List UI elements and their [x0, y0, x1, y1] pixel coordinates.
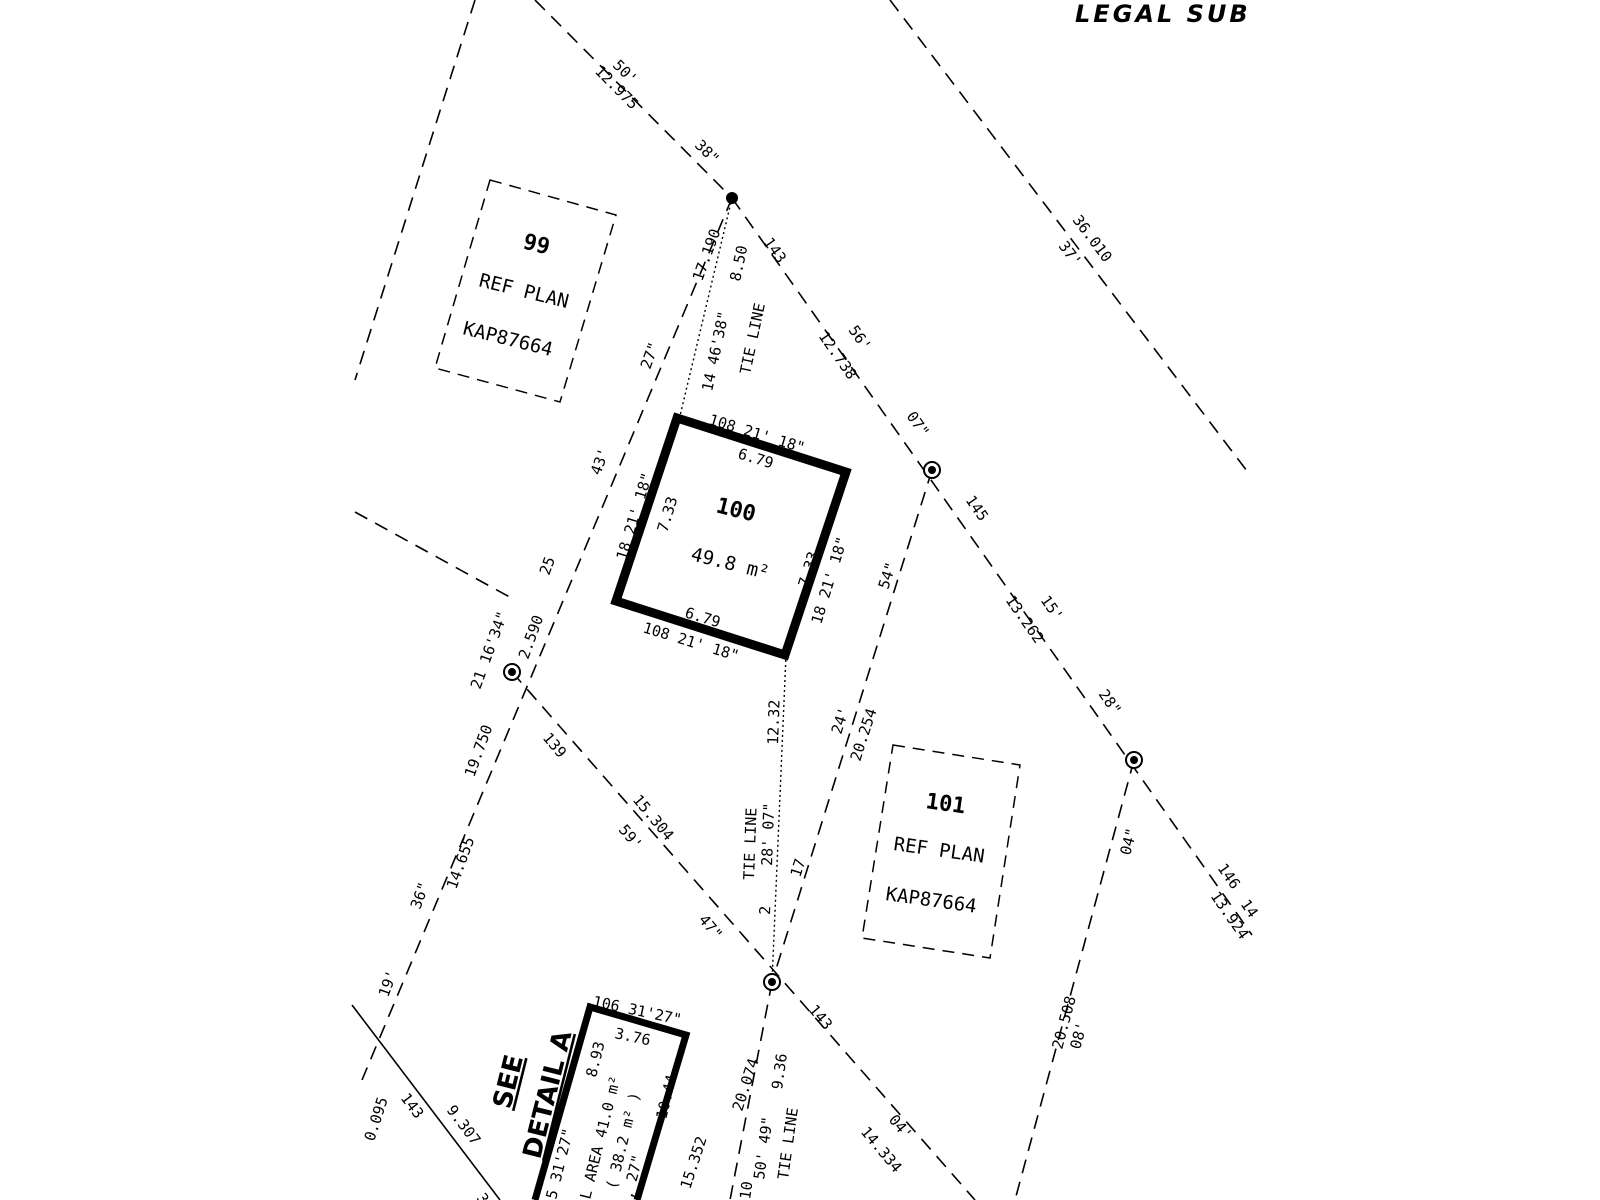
label-37-min: 37'	[1055, 238, 1086, 270]
lot-100-left-distance: 7.33	[654, 494, 682, 534]
boundary-line-bottom-left-solid	[351, 1004, 501, 1200]
lot-101-ref-box	[861, 744, 1021, 959]
label-25: 25	[536, 554, 559, 577]
lot-99-number: 99	[521, 230, 553, 261]
boundary-line-top-left	[354, 0, 476, 381]
lot-99-ref-plan: REF PLAN	[477, 270, 571, 313]
lower-lot-dist-a: 8.93	[582, 1040, 608, 1079]
label-2: 2	[756, 905, 774, 915]
label-14655: 14.655	[443, 834, 478, 891]
lot-100-outline	[610, 412, 852, 661]
label-1232: 12.32	[764, 699, 784, 745]
label-9307: 9.307	[443, 1102, 485, 1149]
boundary-line-top-right	[889, 0, 1251, 476]
label-143-b: 143	[805, 1001, 836, 1033]
label-56-min: 56'	[845, 322, 875, 355]
label-tie-50-49: 50' 49"	[750, 1115, 777, 1180]
see-detail-line-1: SEE	[488, 1052, 530, 1112]
label-15352: 15.352	[677, 1134, 711, 1191]
label-143-a: 143	[760, 234, 790, 267]
label-10: 10	[736, 1180, 756, 1200]
label-59-min: 59'	[615, 821, 646, 853]
label-27-sec: 27"	[637, 340, 663, 372]
boundary-line-center-diag	[511, 671, 976, 1200]
label-tie-line-3: TIE LINE	[774, 1107, 802, 1181]
label-145: 145	[962, 492, 992, 525]
boundary-line-mid-vertical	[771, 469, 933, 983]
label-38-sec: 38"	[691, 136, 723, 168]
detail-a-lot-outline	[531, 1002, 691, 1200]
label-15-min: 15'	[1037, 592, 1067, 625]
label-04-min: 04'	[885, 1111, 916, 1143]
label-36-sec: 36"	[407, 880, 433, 912]
lot-99-plan-number: KAP87664	[461, 318, 555, 361]
label-17190: 17.190	[689, 226, 724, 283]
monument-marker-south	[763, 973, 781, 991]
label-07-sec: 07"	[903, 408, 933, 441]
legal-subdivision-header: LEGAL SUB	[1075, 0, 1251, 28]
label-tie-line-2: TIE LINE	[740, 807, 761, 880]
lot-101-number: 101	[924, 789, 967, 819]
label-3: 3	[473, 1190, 493, 1200]
boundary-line-upper	[534, 0, 733, 199]
label-21-16-34: 21 16'34"	[467, 609, 512, 692]
label-tie-line-1: TIE LINE	[736, 301, 769, 375]
label-47-sec: 47"	[695, 911, 726, 943]
label-28-sec: 28"	[1095, 686, 1125, 719]
tie-line-top	[678, 197, 733, 421]
lower-lot-dist-c: 10.44	[652, 1073, 680, 1121]
label-20074: 20.074	[729, 1056, 763, 1113]
label-24-min: 24'	[828, 705, 853, 736]
label-143-c: 143	[397, 1090, 428, 1122]
label-tie-28-07: 28' 07"	[758, 802, 778, 866]
label-0095: 0.095	[361, 1095, 392, 1144]
lot-101-ref-plan: REF PLAN	[892, 833, 986, 868]
lot-100-number: 100	[714, 494, 759, 528]
label-tie-14-46-38: 14 46'38"	[698, 310, 733, 393]
monument-dot-top	[726, 192, 738, 204]
label-17: 17	[787, 856, 810, 879]
lot-101-plan-number: KAP87664	[884, 883, 978, 918]
lower-lot-dist-b: 3.76	[613, 1024, 652, 1049]
monument-marker-west	[503, 663, 521, 681]
label-936: 9.36	[768, 1052, 791, 1090]
lot-99-ref-box	[434, 179, 617, 403]
label-04-sec: 04"	[1116, 826, 1140, 857]
label-850: 8.50	[726, 244, 751, 283]
label-2590: 2.590	[515, 613, 547, 662]
boundary-line-east-vertical	[1014, 759, 1135, 1200]
label-146: 146	[1214, 860, 1244, 893]
monument-marker-east-1	[923, 461, 941, 479]
label-43-min: 43'	[587, 446, 613, 478]
boundary-line-bottom-center	[729, 981, 773, 1200]
boundary-line-west	[354, 511, 516, 601]
boundary-line-main-diagonal	[731, 197, 1253, 936]
lot-100-area: 49.8 m²	[689, 544, 772, 585]
monument-marker-east-2	[1125, 751, 1143, 769]
